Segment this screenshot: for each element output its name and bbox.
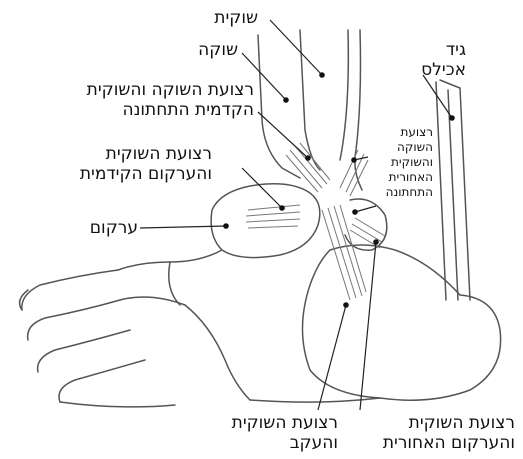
fibula-bone (258, 35, 300, 178)
label-calcaneofibular-line1: רצועת השוקית (232, 413, 338, 433)
label-achilles: גיד אכילס (421, 40, 466, 80)
label-post-tibiofibular: רצועת השוקה והשוקית האחורית התחתונה (386, 125, 433, 200)
label-achilles-line2: אכילס (421, 60, 466, 80)
ant-tibiofibular-ligament (286, 143, 330, 192)
label-fibula: שוקה (198, 40, 238, 60)
label-achilles-line1: גיד (421, 40, 466, 60)
label-fibula-text: שוקה (198, 40, 238, 60)
label-ant-talofibular-line2: והערקום הקידמית (80, 164, 212, 184)
label-tibia-text: שוקית (214, 8, 258, 28)
ant-talofibular-ligament (246, 205, 300, 228)
label-post-tibiofibular-line2: השוקה (386, 140, 433, 155)
label-ant-tibiofibular-line1: רצועת השוקה והשוקית (87, 80, 254, 100)
label-post-talofibular: רצועת השוקית והערקום האחורית (383, 413, 515, 453)
label-calcaneofibular-line2: והעקב (232, 433, 338, 453)
label-post-talofibular-line2: והערקום האחורית (383, 433, 515, 453)
label-ant-talofibular-line1: רצועת השוקית (80, 144, 212, 164)
label-calcaneofibular: רצועת השוקית והעקב (232, 413, 338, 453)
label-post-talofibular-line1: רצועת השוקית (383, 413, 515, 433)
calcaneus-bone (303, 245, 501, 400)
label-ant-tibiofibular-line2: הקדמית התחתונה (87, 100, 254, 120)
label-post-tibiofibular-line5: התחתונה (386, 185, 433, 200)
label-talus: ערקום (90, 218, 138, 238)
label-post-tibiofibular-line3: והשוקית (386, 155, 433, 170)
label-post-tibiofibular-line1: רצועת (386, 125, 433, 140)
label-ant-talofibular: רצועת השוקית והערקום הקידמית (80, 144, 212, 184)
post-talofibular-ligament (350, 218, 385, 248)
label-ant-tibiofibular: רצועת השוקה והשוקית הקדמית התחתונה (87, 80, 254, 120)
tibia-bone-left (300, 30, 320, 170)
post-tibiofibular-ligament (340, 150, 368, 196)
label-talus-text: ערקום (90, 218, 138, 238)
label-tibia: שוקית (214, 8, 258, 28)
label-post-tibiofibular-line4: האחורית (386, 170, 433, 185)
